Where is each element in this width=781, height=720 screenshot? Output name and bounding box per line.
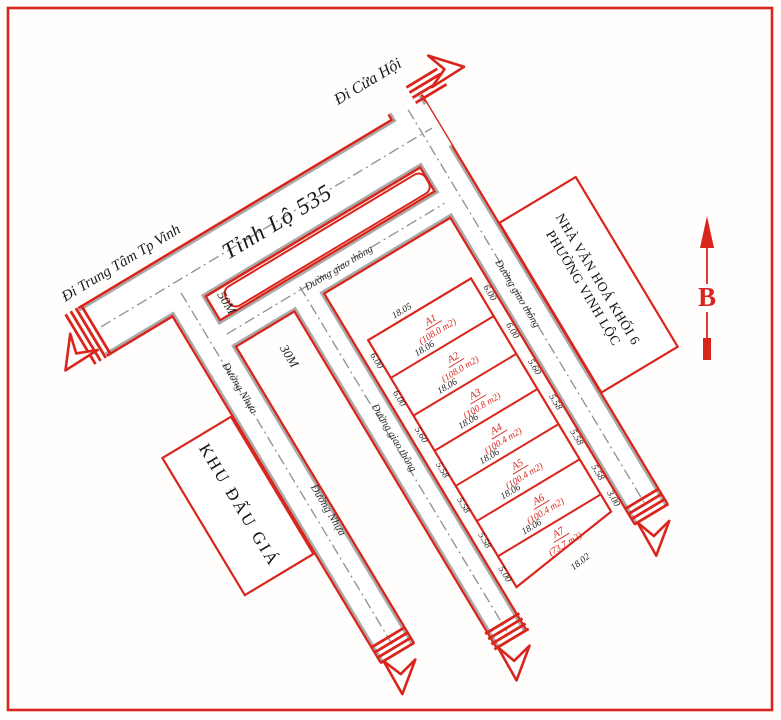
arrow-right-road-end-icon — [636, 519, 671, 557]
direction-arrows — [64, 54, 671, 696]
road-centerlines — [100, 109, 647, 645]
map-frame: KHU ĐẤU GIÁ NHÀ VĂN HOÁ KHỐI 6PHƯỜNG VIN… — [58, 54, 680, 696]
dim-bottom-a7: 18.02 — [569, 552, 592, 573]
cultural-house-block — [497, 175, 680, 395]
auction-area-block — [160, 415, 315, 597]
hatch-access-bottom — [484, 612, 530, 651]
north-arrow-head-icon — [700, 216, 714, 248]
plot-name-underline — [553, 532, 570, 543]
arrow-to-cua-hoi-icon — [426, 54, 466, 89]
plot-name-underline — [491, 429, 508, 440]
arrow-asphalt-road-end-icon — [382, 658, 417, 696]
plot-name-underline — [512, 464, 529, 475]
plot-name-underline — [448, 357, 465, 368]
north-arrow-tail-icon — [703, 338, 711, 360]
plot-name-underline — [425, 320, 442, 331]
plot-name-underline — [533, 499, 550, 510]
north-label: B — [698, 282, 716, 312]
hatch-right-bottom — [624, 487, 670, 526]
arrow-access-road-end-icon — [496, 644, 531, 682]
north-arrow: B — [698, 216, 716, 360]
arrow-to-vinh-center-icon — [64, 332, 99, 372]
dest-top-label: Đi Cửa Hội — [331, 55, 405, 109]
measurement-30m: 30M — [276, 341, 302, 371]
median-strip-block — [223, 172, 431, 308]
plot-dividers — [390, 315, 602, 558]
map-border — [6, 6, 774, 712]
plot-name-underline — [470, 394, 487, 405]
hatch-asphalt-bottom — [370, 625, 416, 665]
